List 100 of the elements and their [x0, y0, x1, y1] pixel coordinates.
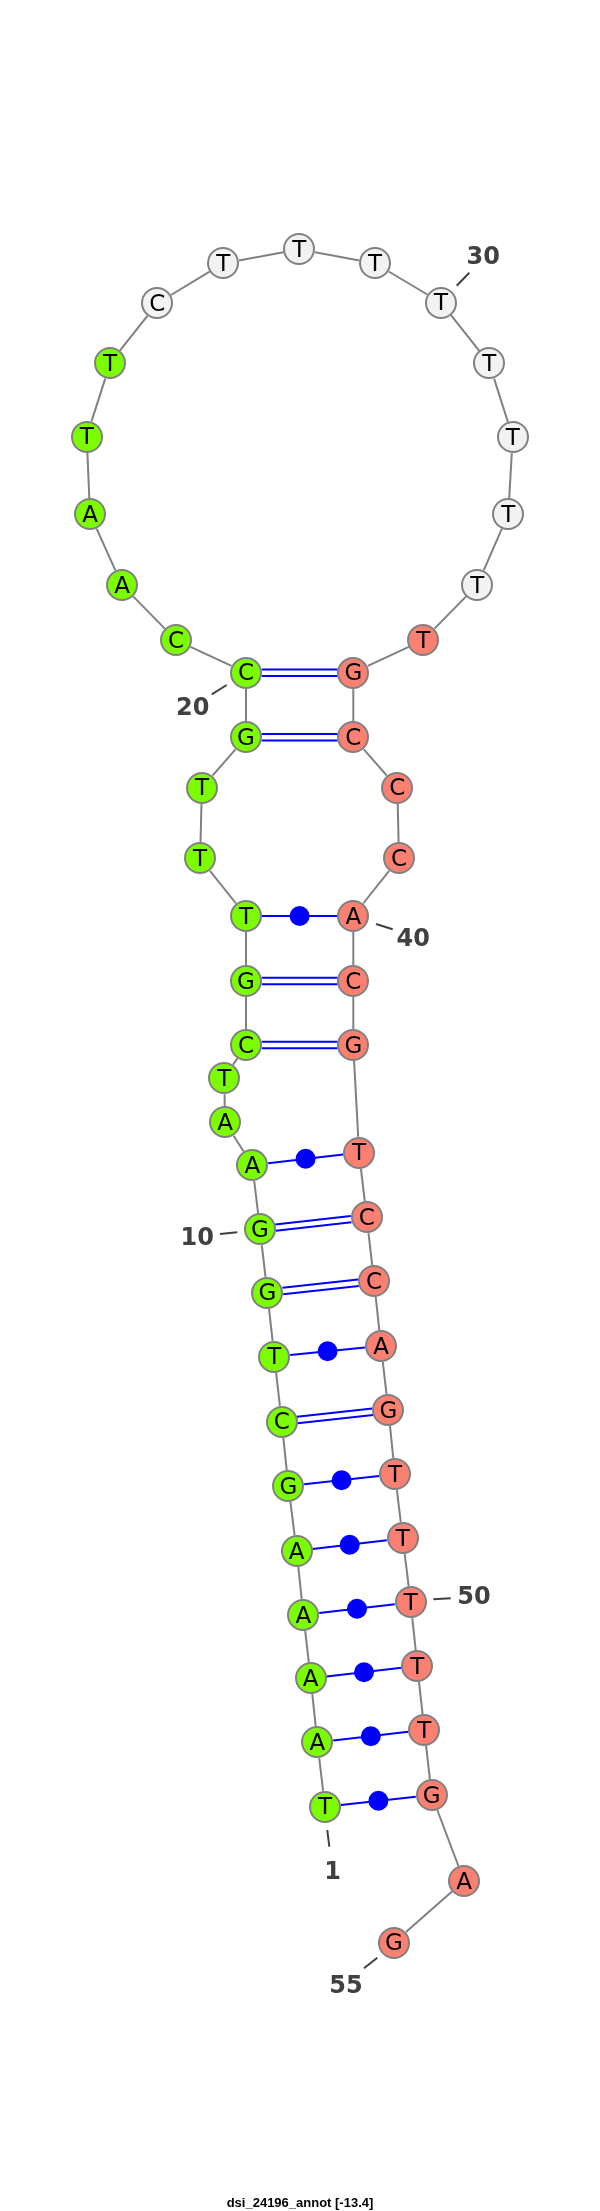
nucleotide-node: G — [272, 1470, 305, 1502]
base-pair-line — [339, 1790, 417, 1811]
nucleotide-node: A — [365, 1330, 397, 1362]
base-pair-line — [295, 1407, 375, 1425]
nucleotide-node: C — [383, 842, 415, 875]
nucleotide-node: T — [309, 1790, 341, 1823]
backbone-line — [359, 1167, 366, 1203]
nucleotide-node: C — [337, 965, 370, 997]
nucleotide-node: A — [106, 569, 138, 601]
nucleotide-node: C — [160, 624, 192, 656]
nucleotide-node: T — [343, 1136, 375, 1169]
nucleotide-node: T — [394, 1586, 427, 1619]
backbone-line — [238, 251, 285, 262]
backbone-line — [352, 931, 355, 966]
base-pair-line — [318, 1598, 396, 1619]
backbone-line — [232, 1134, 245, 1153]
base-pair-line — [303, 1470, 381, 1491]
nucleotide-node: C — [230, 656, 262, 689]
backbone-line — [95, 527, 117, 572]
backbone-line — [389, 1424, 395, 1460]
nucleotide-node: G — [337, 656, 370, 689]
position-number: 30 — [466, 244, 500, 268]
backbone-line — [433, 595, 468, 630]
base-pair-line — [260, 1040, 339, 1050]
base-pair-line — [289, 1341, 367, 1362]
nucleotide-node: T — [496, 421, 529, 454]
position-number: 10 — [180, 1224, 214, 1249]
backbone-line — [289, 1500, 296, 1537]
position-number: 50 — [457, 1583, 491, 1608]
nucleotide-node: G — [337, 1029, 370, 1061]
base-pair-line — [267, 1148, 345, 1169]
position-number: 40 — [396, 926, 430, 951]
backbone-line — [90, 377, 107, 423]
nucleotide-node: T — [461, 569, 494, 601]
backbone-line — [314, 251, 361, 262]
backbone-line — [508, 452, 513, 499]
nucleotide-node: T — [258, 1340, 291, 1373]
backbone-line — [387, 270, 429, 296]
backbone-line — [260, 1244, 267, 1278]
nucleotide-node: A — [236, 1149, 269, 1181]
backbone-line — [211, 748, 237, 777]
nucleotide-node: T — [208, 1062, 241, 1095]
nucleotide-node: G — [251, 1276, 284, 1309]
nucleotide-node: T — [207, 247, 240, 280]
base-pair-line — [260, 976, 339, 986]
backbone-line — [395, 1489, 402, 1524]
backbone-line — [352, 687, 355, 723]
backbone-line — [318, 1757, 325, 1792]
caption: dsi_24196_annot [-13.4] — [226, 2196, 374, 2211]
position-number: 55 — [329, 1973, 363, 1997]
nucleotide-node: A — [448, 1865, 480, 1897]
nucleotide-node: A — [294, 1662, 327, 1695]
nucleotide-node: C — [265, 1405, 298, 1438]
backbone-line — [362, 748, 388, 777]
nucleotide-node: T — [94, 347, 126, 380]
backbone-line — [118, 314, 149, 352]
nucleotide-node: T — [386, 1522, 419, 1555]
nucleotide-node: C — [350, 1201, 383, 1234]
nucleotide-node: T — [492, 498, 525, 530]
backbone-line — [132, 595, 166, 630]
nucleotide-node: T — [186, 771, 218, 804]
backbone-line — [362, 869, 391, 905]
backbone-line — [403, 1553, 410, 1588]
backbone-line — [209, 869, 237, 905]
backbone-line — [189, 645, 233, 667]
backbone-line — [425, 1744, 431, 1781]
base-pair-line — [274, 1214, 353, 1232]
nucleotide-node: G — [230, 721, 262, 754]
position-number: 1 — [324, 1859, 342, 1883]
nucleotide-node: A — [301, 1726, 334, 1759]
nucleotide-node: T — [283, 233, 316, 266]
nucleotide-node: G — [415, 1779, 448, 1811]
base-pair-line — [281, 1278, 360, 1296]
backbone-line — [353, 1060, 360, 1138]
nucleotide-node: A — [280, 1535, 313, 1567]
nucleotide-node: C — [230, 1029, 262, 1061]
backbone-line — [405, 1890, 453, 1934]
backbone-line — [450, 314, 481, 352]
nucleotide-node: A — [74, 498, 106, 530]
nucleotide-node: T — [379, 1458, 411, 1491]
backbone-line — [297, 1565, 303, 1601]
backbone-line — [366, 645, 410, 667]
backbone-line — [170, 270, 211, 296]
nucleotide-node: C — [337, 721, 370, 754]
nucleotide-node: T — [407, 624, 440, 656]
backbone-line — [268, 1307, 274, 1342]
base-pair-line — [325, 1662, 403, 1683]
backbone-line — [418, 1680, 424, 1716]
backbone-line — [282, 1436, 288, 1472]
backbone-line — [304, 1629, 310, 1664]
base-pair-line — [260, 668, 339, 677]
nucleotide-node: T — [425, 286, 457, 319]
nucleotide-node: T — [359, 247, 391, 280]
nucleotide-node: T — [401, 1650, 434, 1682]
backbone-line — [352, 996, 355, 1030]
backbone-line — [396, 802, 400, 844]
backbone-line — [381, 1360, 388, 1396]
nucleotide-node: G — [230, 965, 262, 997]
backbone-line — [245, 687, 247, 723]
backbone-line — [436, 1809, 460, 1867]
